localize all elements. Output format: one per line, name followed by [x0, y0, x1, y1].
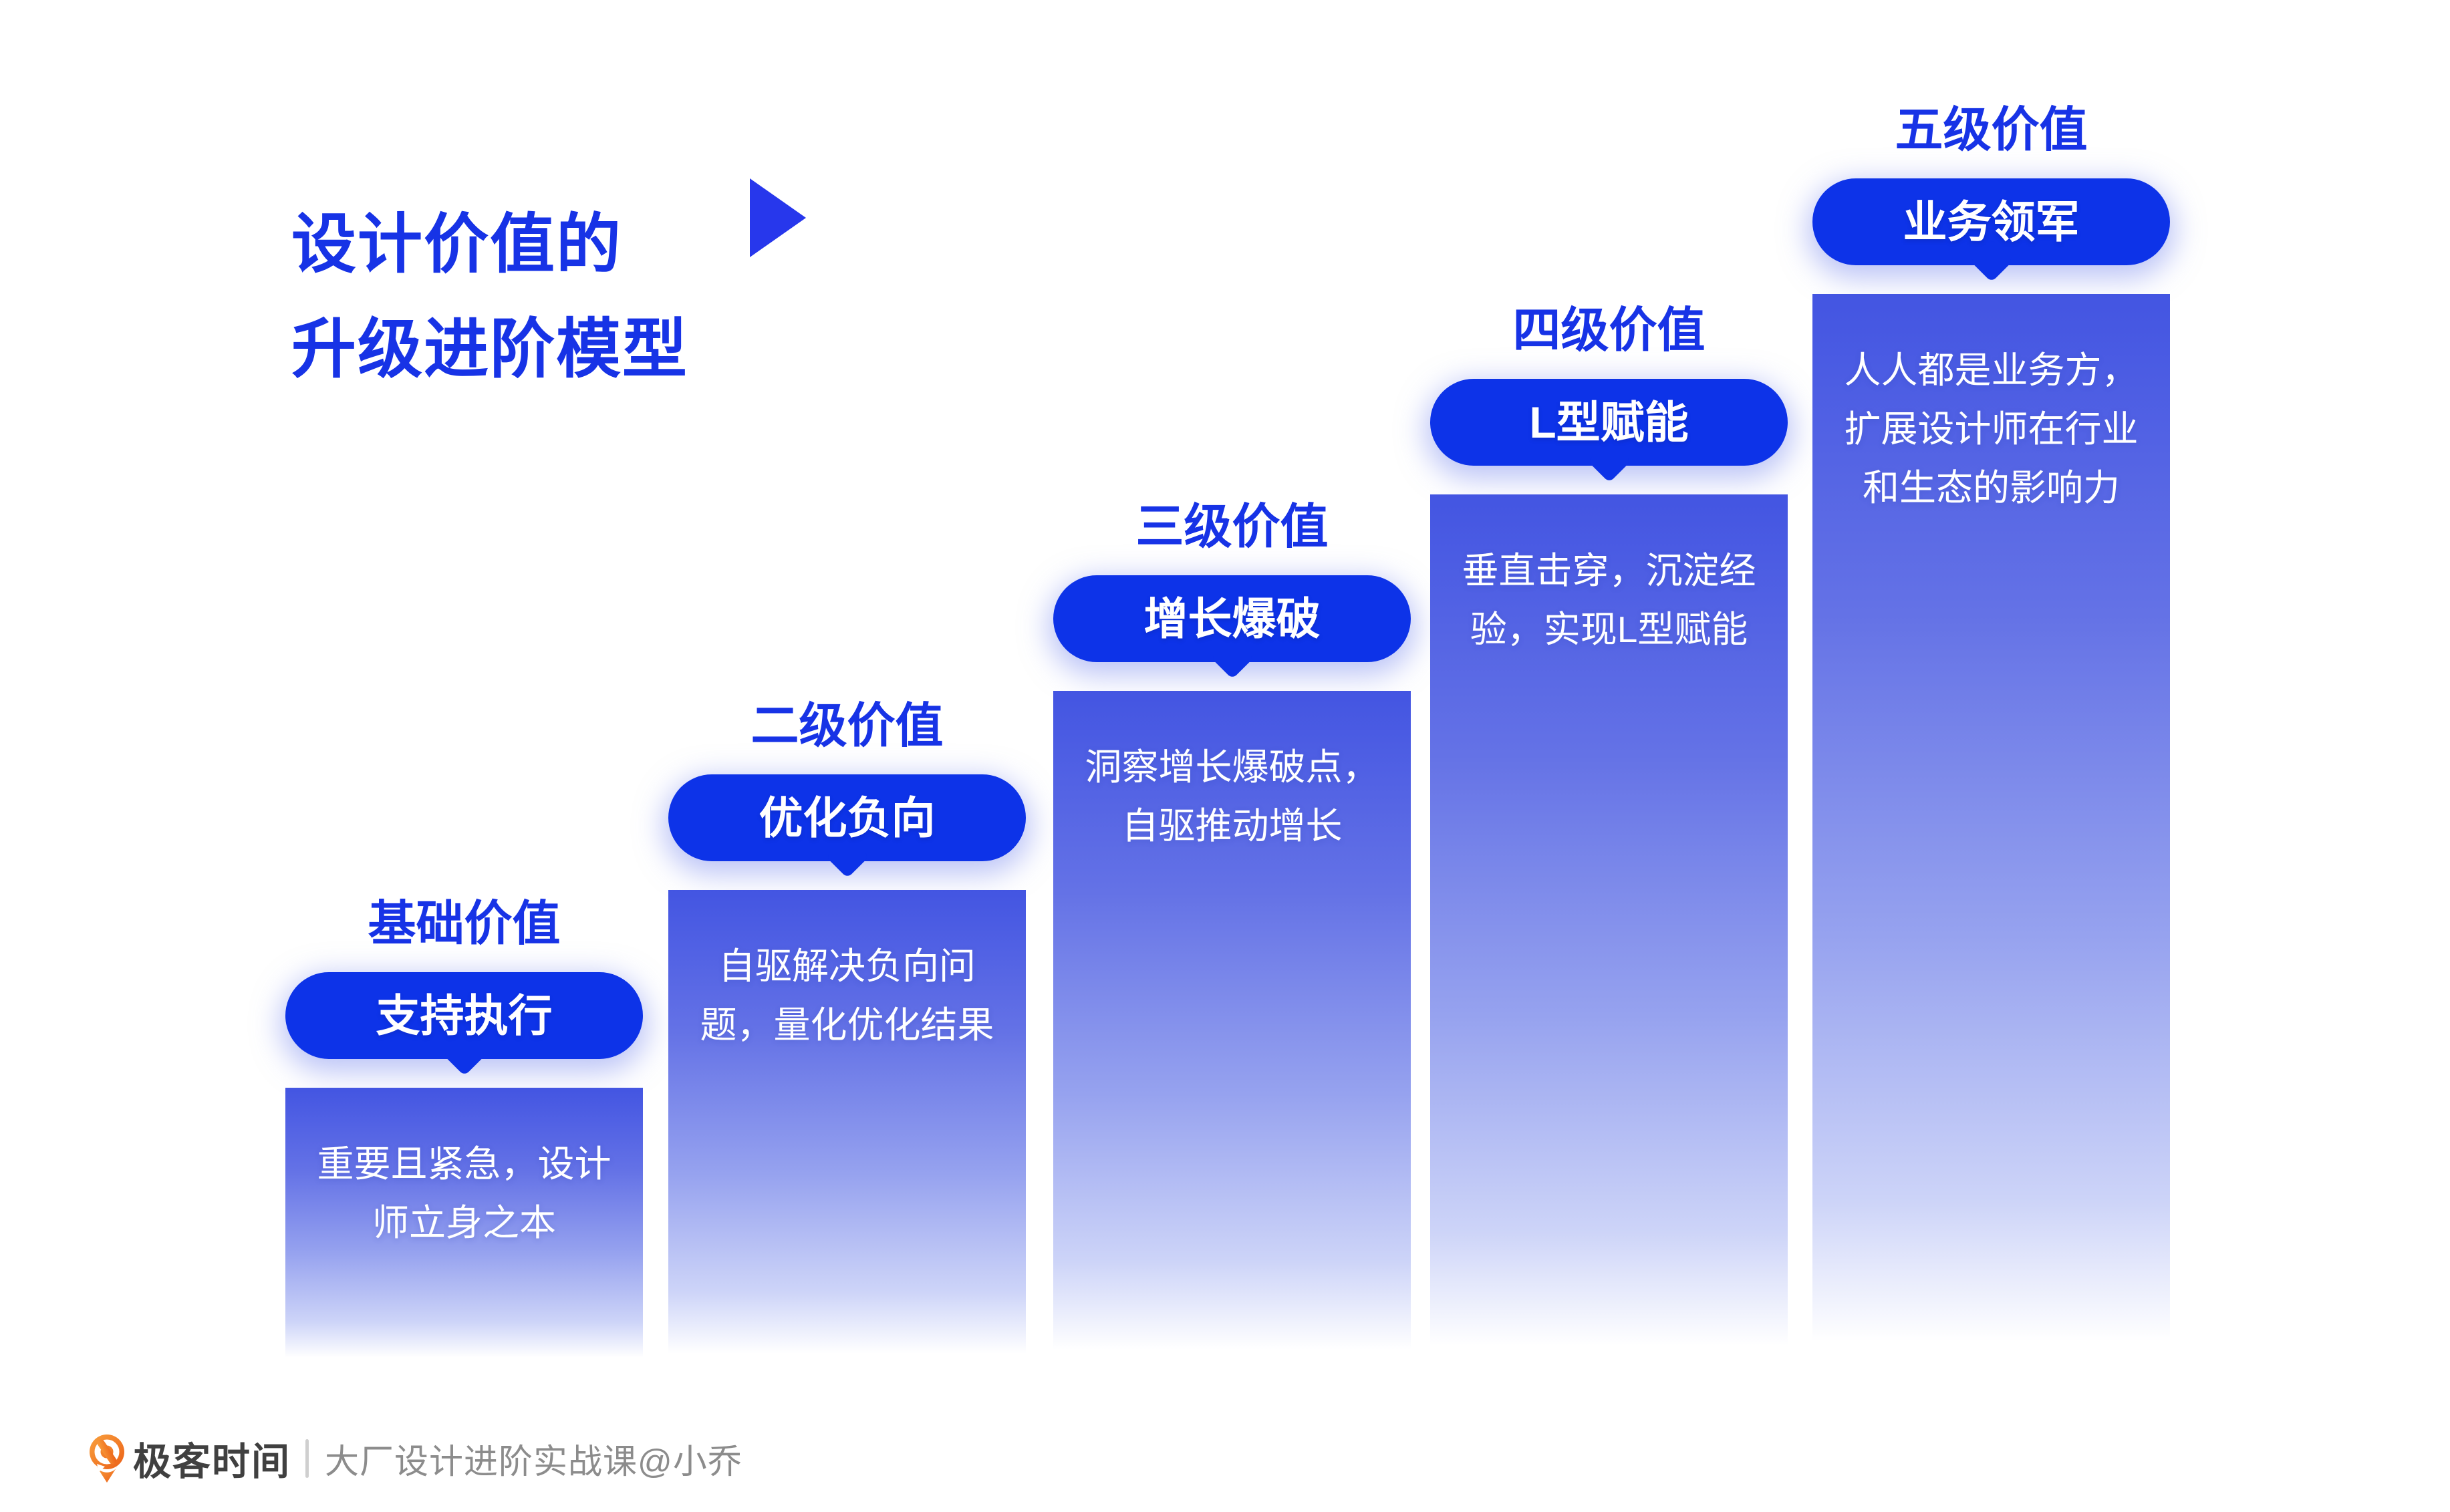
pill-label: 支持执行	[376, 991, 553, 1040]
bar-description: 人人都是业务方， 扩展设计师在行业 和生态的影响力	[1844, 349, 2139, 508]
step-column-2: 二级价值 优化负向 自驱解决负向问 题，量化优化结果	[668, 0, 1026, 1512]
page-title: 设计价值的 升级进阶模型	[291, 207, 688, 386]
value-bar: 重要且紧急，设计 师立身之本	[285, 1088, 643, 1363]
step-header: 四级价值	[1512, 304, 1706, 357]
step-header: 二级价值	[751, 700, 944, 753]
bar-description: 自驱解决负向问 题，量化优化结果	[700, 945, 994, 1046]
value-pill: 增长爆破	[1053, 575, 1411, 679]
step-column-4: 四级价值 L型赋能 垂直击穿，沉淀经 验，实现L型赋能	[1430, 0, 1788, 1512]
footer-divider	[305, 1439, 309, 1478]
pill-label: L型赋能	[1529, 398, 1689, 447]
bar-description: 重要且紧急，设计 师立身之本	[317, 1143, 611, 1243]
course-credit: 大厂设计进阶实战课@小乔	[325, 1443, 742, 1481]
step-column-3: 三级价值 增长爆破 洞察增长爆破点， 自驱推动增长	[1053, 0, 1411, 1512]
value-pill: L型赋能	[1430, 379, 1788, 483]
step-header: 五级价值	[1895, 104, 2088, 157]
pill-label: 优化负向	[759, 793, 936, 843]
step-column-1: 基础价值 支持执行 重要且紧急，设计 师立身之本	[285, 0, 643, 1512]
value-pill: 支持执行	[285, 972, 643, 1076]
play-triangle-icon	[750, 178, 806, 257]
bar-description: 垂直击穿，沉淀经 验，实现L型赋能	[1462, 550, 1756, 650]
pill-label: 业务领军	[1903, 197, 2080, 247]
brand-name: 极客时间	[133, 1441, 291, 1483]
value-bar: 自驱解决负向问 题，量化优化结果	[668, 890, 1026, 1363]
footer: 极客时间 大厂设计进阶实战课@小乔	[89, 1428, 742, 1489]
value-bar: 垂直击穿，沉淀经 验，实现L型赋能	[1430, 494, 1788, 1363]
geektime-pin-logo-icon	[90, 1434, 124, 1483]
value-bar: 人人都是业务方， 扩展设计师在行业 和生态的影响力	[1812, 294, 2170, 1363]
pill-label: 增长爆破	[1143, 594, 1321, 643]
step-header: 三级价值	[1135, 500, 1329, 554]
value-pill: 业务领军	[1812, 178, 2170, 283]
value-bar: 洞察增长爆破点， 自驱推动增长	[1053, 691, 1411, 1363]
value-pill: 优化负向	[668, 774, 1026, 879]
step-header: 基础价值	[368, 897, 561, 951]
bar-description: 洞察增长爆破点， 自驱推动增长	[1085, 746, 1379, 847]
step-column-5: 五级价值 业务领军 人人都是业务方， 扩展设计师在行业 和生态的影响力	[1812, 0, 2170, 1512]
